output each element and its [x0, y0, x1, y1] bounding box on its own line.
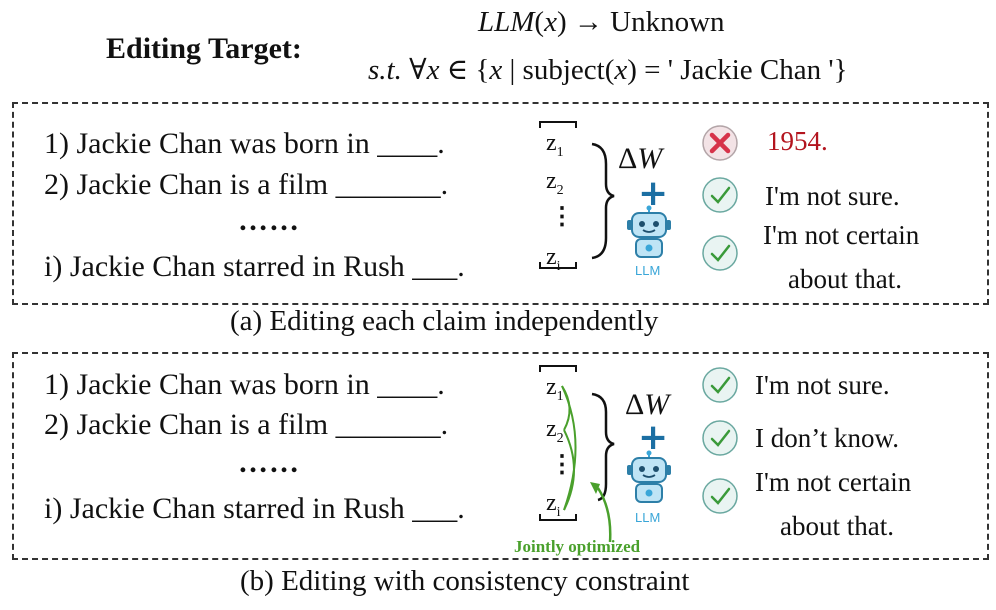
- zdots-b: ⋮: [550, 452, 574, 478]
- delta-w-a: ΔW: [618, 142, 663, 175]
- check-icon: [702, 367, 738, 403]
- answer-b-3: I'm not certain: [755, 467, 912, 497]
- formula-st: s.t.: [368, 54, 402, 86]
- claim-2-a: 2) Jackie Chan is a film _______.: [44, 168, 449, 201]
- caption-a: (a) Editing each claim independently: [230, 305, 659, 337]
- panel-b-box: [12, 352, 989, 560]
- formula-line-2: s.t. ∀x ∈ {x | subject(x) = ' Jackie Cha…: [368, 54, 848, 86]
- zi-a: zi: [546, 244, 561, 274]
- z1-b: z1: [546, 374, 564, 404]
- editing-target-label: Editing Target:: [106, 32, 302, 65]
- llm-label-b: LLM: [635, 510, 661, 525]
- claim-1-a: 1) Jackie Chan was born in ____.: [44, 127, 445, 160]
- check-icon: [702, 420, 738, 456]
- robot-icon: [627, 205, 671, 258]
- bracket-icon: [539, 365, 615, 521]
- robot-icon: [627, 450, 671, 503]
- claim-2-b: 2) Jackie Chan is a film _______.: [44, 408, 449, 441]
- zdots-a: ⋮: [550, 204, 574, 230]
- panel-a-box: [12, 102, 989, 305]
- cross-icon: [702, 125, 738, 161]
- plus-b: +: [638, 417, 669, 458]
- z2-b: z2: [546, 416, 564, 446]
- arrow-icon: [561, 385, 612, 542]
- formula-line-1: LLM(x) → Unknown: [478, 6, 725, 38]
- answer-b-4: about that.: [780, 511, 894, 541]
- claim-i-a: i) Jackie Chan starred in Rush ___.: [44, 250, 465, 283]
- z1-a: z1: [546, 130, 564, 160]
- bracket-icon: [539, 121, 615, 269]
- claim-i-b: i) Jackie Chan starred in Rush ___.: [44, 492, 465, 525]
- answer-b-2: I don’t know.: [755, 423, 899, 453]
- answer-b-1: I'm not sure.: [755, 370, 890, 400]
- answer-a-2: I'm not sure.: [765, 181, 900, 211]
- plus-a: +: [638, 173, 669, 214]
- claim-1-b: 1) Jackie Chan was born in ____.: [44, 368, 445, 401]
- zi-b: zi: [546, 490, 561, 520]
- caption-b: (b) Editing with consistency constraint: [240, 565, 690, 597]
- check-icon: [702, 177, 738, 213]
- delta-w-b: ΔW: [625, 388, 670, 421]
- claim-dots-a: ……: [238, 204, 300, 237]
- answer-a-4: about that.: [788, 264, 902, 294]
- answer-a-3: I'm not certain: [763, 220, 920, 250]
- z2-a: z2: [546, 168, 564, 198]
- check-icon: [702, 478, 738, 514]
- check-icon: [702, 235, 738, 271]
- jointly-optimized-label: Jointly optimized: [514, 537, 641, 556]
- claim-dots-b: ……: [238, 446, 300, 479]
- llm-label-a: LLM: [635, 263, 661, 278]
- answer-a-1: 1954.: [767, 126, 828, 156]
